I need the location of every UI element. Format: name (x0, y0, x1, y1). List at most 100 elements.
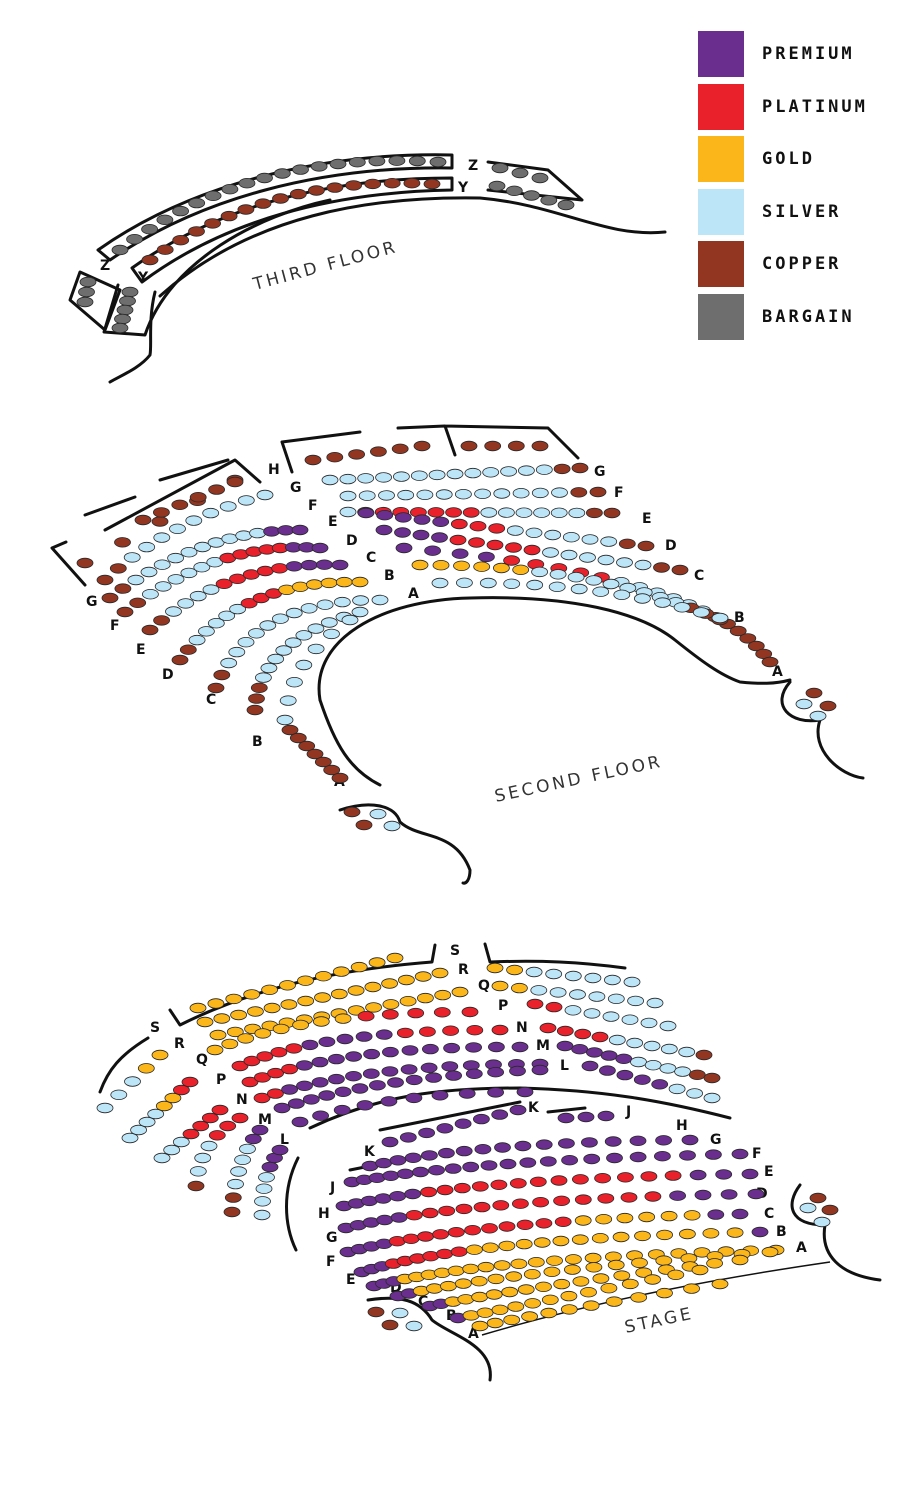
seat-platinum[interactable] (464, 1224, 482, 1236)
seat-premium[interactable] (509, 1104, 527, 1116)
seat-gold[interactable] (605, 1251, 622, 1262)
seat-platinum[interactable] (471, 1181, 489, 1192)
seat-gold[interactable] (635, 1267, 653, 1278)
seat-silver[interactable] (378, 490, 395, 501)
seat-silver[interactable] (570, 583, 588, 595)
seat-silver[interactable] (285, 607, 303, 619)
seat-premium[interactable] (327, 1053, 345, 1065)
seat-silver[interactable] (584, 972, 602, 984)
seat-gold[interactable] (451, 986, 469, 998)
seat-platinum[interactable] (422, 1250, 440, 1262)
seat-silver[interactable] (703, 1092, 721, 1104)
seat-gold[interactable] (272, 1023, 290, 1035)
seat-premium[interactable] (389, 1190, 407, 1202)
seat-platinum[interactable] (453, 1182, 471, 1194)
seat-premium[interactable] (445, 1070, 463, 1081)
seat-premium[interactable] (655, 1135, 672, 1146)
seat-silver[interactable] (237, 495, 255, 506)
seat-premium[interactable] (558, 1138, 575, 1149)
seat-silver[interactable] (180, 567, 198, 579)
seat-gold[interactable] (226, 1026, 244, 1038)
seat-bargain[interactable] (121, 286, 139, 298)
seat-platinum[interactable] (201, 1112, 219, 1124)
seat-gold[interactable] (364, 981, 382, 993)
seat-platinum[interactable] (620, 1192, 638, 1203)
seat-gold[interactable] (507, 1301, 525, 1312)
seat-silver[interactable] (634, 559, 652, 571)
seat-gold[interactable] (501, 1286, 519, 1298)
seat-silver[interactable] (627, 995, 644, 1007)
seat-silver[interactable] (284, 637, 302, 648)
seat-silver[interactable] (674, 1066, 691, 1077)
seat-platinum[interactable] (468, 537, 485, 548)
seat-premium[interactable] (375, 1157, 393, 1169)
seat-platinum[interactable] (466, 1024, 484, 1036)
seat-premium[interactable] (694, 1189, 712, 1201)
seat-silver[interactable] (316, 599, 334, 610)
seat-bargain[interactable] (238, 177, 256, 189)
seat-platinum[interactable] (231, 1112, 249, 1124)
seat-gold[interactable] (612, 1231, 630, 1243)
seat-platinum[interactable] (256, 565, 274, 577)
seat-copper[interactable] (671, 564, 689, 576)
seat-silver[interactable] (228, 646, 246, 658)
seat-premium[interactable] (271, 1144, 289, 1156)
seat-premium[interactable] (400, 1064, 418, 1075)
seat-gold[interactable] (453, 560, 470, 572)
seat-premium[interactable] (556, 1040, 574, 1052)
seat-premium[interactable] (291, 524, 309, 536)
seat-premium[interactable] (301, 1039, 319, 1051)
seat-gold[interactable] (540, 1307, 558, 1319)
seat-gold[interactable] (592, 1273, 610, 1284)
seat-copper[interactable] (114, 583, 132, 594)
seat-gold[interactable] (365, 1002, 383, 1013)
seat-premium[interactable] (480, 1160, 498, 1171)
seat-silver[interactable] (410, 470, 428, 481)
seat-copper[interactable] (507, 440, 525, 452)
seat-silver[interactable] (285, 677, 303, 688)
seat-bargain[interactable] (429, 156, 447, 168)
seat-gold[interactable] (454, 1278, 472, 1289)
seat-gold[interactable] (476, 1307, 494, 1318)
seat-gold[interactable] (279, 980, 296, 991)
seat-premium[interactable] (519, 1157, 537, 1168)
seat-copper[interactable] (314, 756, 332, 768)
seat-gold[interactable] (280, 999, 298, 1010)
seat-copper[interactable] (76, 557, 94, 569)
seat-silver[interactable] (167, 552, 185, 564)
seat-silver[interactable] (254, 672, 272, 683)
seat-premium[interactable] (300, 559, 318, 571)
seat-silver[interactable] (276, 714, 294, 726)
seat-copper[interactable] (187, 1180, 205, 1192)
seat-platinum[interactable] (447, 1226, 465, 1238)
seat-premium[interactable] (376, 510, 394, 521)
seat-silver[interactable] (391, 1307, 409, 1319)
seat-gold[interactable] (655, 1255, 673, 1266)
seat-copper[interactable] (171, 499, 189, 511)
seat-silver[interactable] (607, 993, 625, 1005)
seat-premium[interactable] (318, 1090, 336, 1101)
seat-copper[interactable] (208, 484, 226, 495)
seat-premium[interactable] (405, 1092, 423, 1104)
seat-premium[interactable] (420, 1150, 438, 1161)
seat-gold[interactable] (541, 1294, 559, 1306)
seat-copper[interactable] (348, 449, 366, 460)
seat-silver[interactable] (550, 507, 568, 519)
seat-silver[interactable] (110, 1089, 128, 1101)
seat-silver[interactable] (202, 584, 220, 595)
seat-gold[interactable] (155, 1100, 173, 1112)
seat-silver[interactable] (249, 527, 267, 539)
seat-platinum[interactable] (490, 1179, 508, 1191)
seat-gold[interactable] (644, 1274, 661, 1285)
seat-silver[interactable] (640, 1017, 658, 1029)
seat-platinum[interactable] (597, 1193, 615, 1204)
seat-copper[interactable] (323, 764, 341, 776)
seat-copper[interactable] (156, 244, 174, 255)
seat-copper[interactable] (109, 563, 127, 574)
seat-platinum[interactable] (229, 573, 246, 585)
seat-silver[interactable] (165, 606, 182, 617)
seat-silver[interactable] (352, 595, 370, 606)
seat-gold[interactable] (486, 962, 504, 974)
seat-silver[interactable] (613, 589, 631, 601)
seat-premium[interactable] (741, 1168, 759, 1180)
